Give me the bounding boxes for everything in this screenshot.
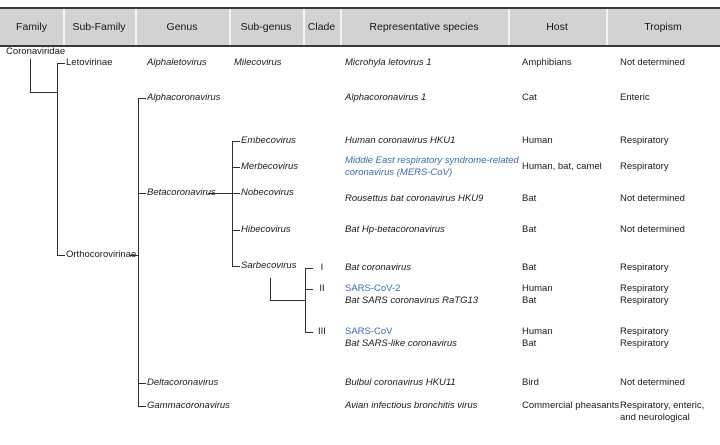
tropism-cell: Enteric (620, 92, 650, 103)
clade-label-i: I (320, 262, 324, 273)
species-cell: Bulbul coronavirus HKU11 (345, 377, 456, 388)
host-cell: Cat (522, 92, 537, 103)
species-cell: Bat Hp-betacoronavirus (345, 224, 445, 235)
genus-label-betacoronavirus: Betacoronavirus (147, 187, 216, 198)
tree-line-subgenus-branch-hibecovirus (232, 230, 240, 231)
tree-line-family-stem (30, 59, 31, 93)
host-cell: Bird (522, 377, 539, 388)
genus-label-alphacoronavirus: Alphacoronavirus (147, 92, 221, 103)
subfamily-label-letovirinae: Letovirinae (66, 57, 113, 68)
host-cell: Human, bat, camel (522, 161, 602, 172)
host-cell: Bat (522, 295, 537, 306)
tree-line-clade-branch-ii (305, 289, 313, 290)
tropism-cell: Not determined (620, 377, 685, 388)
tree-line-clade-branch-i (305, 268, 313, 269)
subgenus-label-embecovirus: Embecovirus (241, 135, 296, 146)
column-header-family: Family (16, 21, 47, 33)
host-cell: Bat (522, 262, 537, 273)
host-cell: Human (522, 326, 553, 337)
header-divider (508, 9, 510, 45)
tree-line-genus-branch-gammacoronavirus (138, 406, 146, 407)
tree-line-subfamily-branch-orthocorovirinae (57, 255, 65, 256)
host-cell: Human (522, 135, 553, 146)
species-cell: Avian infectious bronchitis virus (345, 400, 478, 411)
species-cell: Bat coronavirus (345, 262, 412, 273)
header-rule-bottom (0, 45, 720, 47)
tropism-cell: Respiratory (620, 262, 669, 273)
tree-line-genus-spine (138, 98, 139, 407)
genus-label-gammacoronavirus: Gammacoronavirus (147, 400, 230, 411)
species-cell: Alphacoronavirus 1 (345, 92, 427, 103)
clade-label-ii: II (319, 283, 325, 294)
subgenus-label-milecovirus: Milecovirus (234, 57, 282, 68)
host-cell: Bat (522, 193, 537, 204)
tree-line-clade-spine (305, 268, 306, 332)
host-cell: Bat (522, 224, 537, 235)
tropism-cell: Not determined (620, 57, 685, 68)
species-cell: Rousettus bat coronavirus HKU9 (345, 193, 484, 204)
header-rule-top (0, 7, 720, 9)
tropism-cell: Respiratory (620, 161, 669, 172)
family-label-coronaviridae: Coronaviridae (6, 46, 66, 57)
subgenus-label-hibecovirus: Hibecovirus (241, 224, 291, 235)
header-divider (606, 9, 608, 45)
tree-line-subgenus-branch-embecovirus (232, 141, 240, 142)
tropism-cell: Respiratory (620, 295, 669, 306)
tropism-cell: Respiratory (620, 283, 669, 294)
host-cell: Bat (522, 338, 537, 349)
clade-label-iii: III (318, 326, 326, 337)
host-cell: Human (522, 283, 553, 294)
tree-line-subgenus-spine (232, 141, 233, 267)
tropism-cell: Respiratory (620, 338, 669, 349)
host-cell: Amphibians (522, 57, 572, 68)
tropism-cell: Not determined (620, 193, 685, 204)
tree-line-subgenus-branch-sarbecovirus (232, 266, 240, 267)
species-cell: Microhyla letovirus 1 (345, 57, 432, 68)
column-header-representative-species: Representative species (369, 21, 479, 33)
tree-line-genus-branch-alphacoronavirus (138, 98, 146, 99)
tree-line-betacoronavirus-to-subgenus (208, 193, 232, 194)
tree-line-clade-branch-iii (305, 332, 313, 333)
subfamily-label-orthocorovirinae: Orthocorovirinae (66, 249, 137, 260)
column-header-sub-genus: Sub-genus (240, 21, 292, 33)
header-divider (303, 9, 305, 45)
header-divider (135, 9, 137, 45)
host-cell: Commercial pheasants (522, 400, 620, 411)
genus-label-deltacoronavirus: Deltacoronavirus (147, 377, 219, 388)
header-band (0, 9, 720, 45)
tree-line-genus-branch-betacoronavirus (138, 193, 146, 194)
tree-line-subfamily-spine (57, 63, 58, 256)
subgenus-label-nobecovirus: Nobecovirus (241, 187, 294, 198)
species-cell: Human coronavirus HKU1 (345, 135, 456, 146)
column-header-genus: Genus (166, 21, 198, 33)
tree-line-subgenus-branch-merbecovirus (232, 167, 240, 168)
tree-line-family-connector (30, 92, 58, 93)
tree-line-orthocorovirinae-to-genus (130, 255, 139, 256)
species-cell: Bat SARS coronavirus RaTG13 (345, 295, 479, 306)
tree-line-sarbecovirus-drop (270, 278, 271, 300)
tree-line-subgenus-branch-nobecovirus (232, 193, 240, 194)
species-cell: Middle East respiratory syndrome-related… (345, 155, 519, 179)
header-divider (63, 9, 65, 45)
species-cell: SARS-CoV-2 (345, 283, 401, 294)
header-divider (340, 9, 342, 45)
genus-label-alphaletovirus: Alphaletovirus (147, 57, 207, 68)
column-header-sub-family: Sub-Family (72, 21, 126, 33)
species-cell: Bat SARS-like coronavirus (345, 338, 457, 349)
tropism-cell: Respiratory (620, 326, 669, 337)
column-header-tropism: Tropism (644, 21, 682, 33)
subgenus-label-sarbecovirus: Sarbecovirus (241, 260, 297, 271)
tree-line-genus-branch-deltacoronavirus (138, 383, 146, 384)
column-header-host: Host (546, 21, 568, 33)
subgenus-label-merbecovirus: Merbecovirus (241, 161, 299, 172)
header-divider (229, 9, 231, 45)
tropism-cell: Respiratory (620, 135, 669, 146)
species-cell: SARS-CoV (345, 326, 393, 337)
tropism-cell: Respiratory, enteric, and neurological (620, 400, 705, 424)
column-header-clade: Clade (307, 21, 336, 33)
tree-line-subfamily-branch-letovirinae (57, 63, 65, 64)
tropism-cell: Not determined (620, 224, 685, 235)
tree-line-sarbecovirus-to-clade (270, 300, 306, 301)
